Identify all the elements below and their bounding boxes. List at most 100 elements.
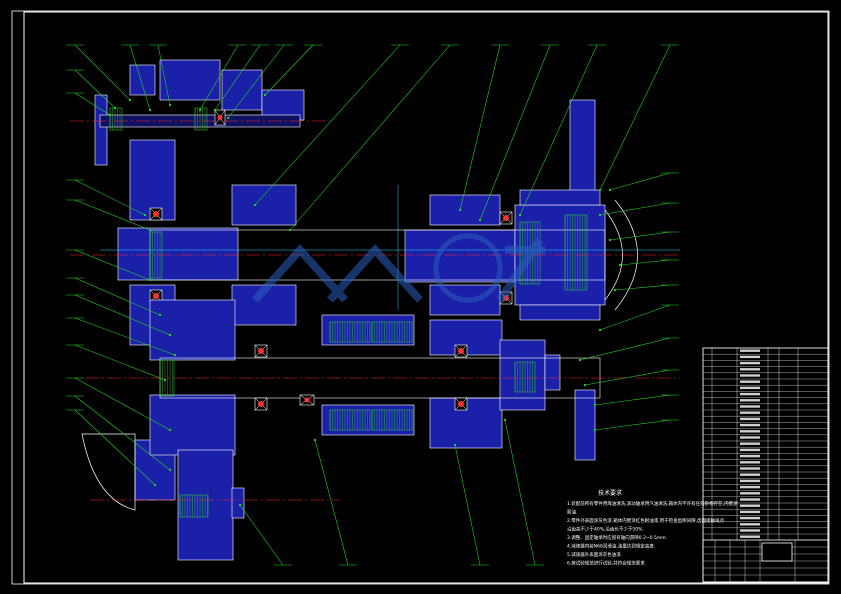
leader-dot: [253, 203, 257, 207]
leader-dot: [148, 228, 152, 232]
leader-line: [74, 92, 111, 116]
bearing-ball: [258, 348, 264, 354]
renrenwen-logo-icon: [252, 233, 545, 303]
parts-list-cell-text: [740, 448, 760, 452]
leader-dot: [613, 288, 617, 292]
leader-dot: [598, 188, 602, 192]
parts-list-cell-text: [740, 405, 760, 408]
parts-list-cell-text: [740, 510, 760, 514]
tech-requirement-line: 耐油.: [567, 509, 577, 516]
leader-dot: [578, 358, 582, 362]
parts-list-cell-text: [740, 386, 760, 390]
lower-left-gear-bottom: [149, 394, 236, 456]
leader-dot: [618, 263, 622, 267]
clutch-hatch-bottom: [329, 409, 371, 431]
parts-list-cell-text: [740, 368, 760, 371]
leader-dot: [518, 213, 522, 217]
leader-line: [594, 419, 671, 431]
bearing-ball: [217, 115, 223, 120]
leader-line: [199, 44, 239, 111]
leader-line: [619, 259, 671, 266]
leader-dot: [168, 333, 172, 337]
tech-requirements-title: 技术要求: [598, 489, 622, 497]
lower-bearing-3: [454, 344, 468, 358]
leader-dot: [478, 218, 482, 222]
leader-dot: [108, 113, 112, 117]
tech-requirement-line: 3.调整、固定轴承时应留有轴向游隙0.2~0.5mm.: [567, 534, 667, 541]
leader-dot: [148, 108, 152, 112]
leader-dot: [213, 108, 217, 112]
leader-line: [599, 202, 671, 216]
bearing-ball: [258, 401, 264, 407]
leader-dot: [238, 503, 242, 507]
parts-list-cell-text: [740, 423, 760, 427]
parts-list-cell-text: [740, 529, 760, 532]
leader-line: [74, 409, 156, 486]
lower-right-wall: [574, 389, 596, 461]
parts-list-cell-text: [740, 442, 760, 445]
leader-dot: [288, 228, 292, 232]
parts-list-cell-text: [740, 361, 760, 365]
parts-list-and-title-block: [702, 347, 829, 583]
bearing-ball: [458, 348, 464, 354]
leader-dot: [143, 213, 147, 217]
leader-line: [74, 44, 131, 101]
tech-requirement-line: 4.减速器内装N68润滑油,油量达到规定高度.: [567, 543, 655, 550]
leader-dot: [608, 188, 612, 192]
leader-line: [254, 44, 401, 206]
housing-top-block-3: [221, 69, 263, 111]
watermark-strokes-2: [496, 237, 545, 303]
leader-line: [599, 44, 671, 191]
housing-top-block-1: [129, 64, 156, 96]
clutch-hatch-top-2: [371, 321, 413, 343]
leader-line: [74, 377, 171, 431]
mid-bearing-small-1: [149, 207, 163, 221]
parts-list-cell-text: [740, 492, 760, 495]
leader-dot: [128, 98, 132, 102]
leader-dot: [593, 428, 597, 432]
leader-dot: [458, 208, 462, 212]
leader-line: [74, 344, 166, 381]
parts-list-cell-text: [740, 461, 760, 464]
leader-dot: [598, 328, 602, 332]
top-bearing-3: [214, 109, 226, 126]
leader-line: [239, 504, 284, 566]
watermark-ring: [433, 233, 503, 303]
leader-line: [74, 179, 146, 216]
lower-bearing-1: [254, 344, 268, 358]
parts-list-cell-text: [740, 479, 760, 483]
leader-dot: [598, 213, 602, 217]
bearing-ball: [153, 211, 159, 217]
leader-dot: [168, 428, 172, 432]
lower-bearing-2: [254, 397, 268, 411]
leader-dot: [113, 106, 117, 110]
parts-list-cell-text: [740, 417, 760, 421]
clutch-hatch-top: [329, 321, 371, 343]
right-cap-top: [519, 189, 601, 206]
leader-dot: [583, 383, 587, 387]
leader-line: [614, 284, 671, 291]
tech-requirement-line: 6.按试验规范进行试验,并符合规范要求.: [567, 560, 646, 567]
leader-dot: [503, 418, 507, 422]
bearing-ball: [153, 293, 159, 299]
leader-dot: [313, 438, 317, 442]
bearing-ball: [304, 397, 310, 403]
leader-line: [74, 294, 171, 336]
leader-line: [74, 249, 151, 281]
parts-list-cell-text: [740, 374, 760, 377]
bearing-ball: [503, 215, 509, 221]
parts-list-cell-text: [740, 535, 760, 538]
output-flange: [544, 354, 561, 391]
leader-line: [289, 44, 451, 231]
leader-dot: [148, 278, 152, 282]
leader-line: [314, 439, 349, 566]
parts-list-cell-text: [740, 523, 760, 526]
bearing-ball: [458, 401, 464, 407]
leader-line: [74, 277, 161, 316]
parts-list-cell-text: [740, 504, 760, 507]
housing-left-top: [94, 94, 108, 166]
parts-list-cell-text: [740, 485, 760, 489]
leader-line: [227, 44, 285, 119]
parts-list-cell-text: [740, 380, 760, 383]
leader-line: [454, 444, 481, 566]
